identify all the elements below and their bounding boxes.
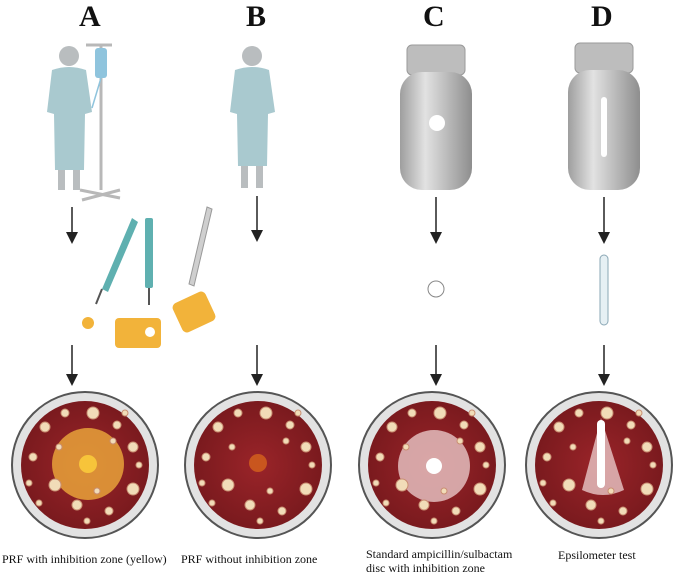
epsilometer-strip — [599, 254, 609, 326]
colony — [228, 443, 236, 451]
colony — [649, 461, 657, 469]
colony — [456, 437, 464, 445]
colony — [244, 499, 256, 511]
punch-instrument-icon — [82, 218, 138, 329]
antibiotic-bottle-icon — [400, 44, 472, 190]
colony — [407, 408, 417, 418]
colony — [60, 408, 70, 418]
colony — [375, 452, 385, 462]
colony — [618, 506, 628, 516]
colony — [208, 499, 216, 507]
colony — [299, 482, 313, 496]
panel-letter-d: D — [591, 0, 613, 33]
colony — [282, 437, 290, 445]
colony — [468, 409, 476, 417]
colony — [607, 487, 615, 495]
colony — [626, 420, 636, 430]
colony — [553, 421, 565, 433]
colony — [212, 421, 224, 433]
colony — [473, 482, 487, 496]
colony — [474, 441, 486, 453]
colony — [39, 421, 51, 433]
colony — [418, 499, 430, 511]
colony — [430, 517, 438, 525]
colony — [86, 406, 100, 420]
colony — [549, 499, 557, 507]
colony — [198, 479, 206, 487]
colony — [259, 406, 273, 420]
colony — [35, 499, 43, 507]
colony — [569, 443, 577, 451]
colony — [112, 420, 122, 430]
caption-d: Epsilometer test — [558, 548, 636, 562]
colony — [93, 487, 101, 495]
panel-letter-a: A — [79, 0, 101, 33]
colony — [109, 437, 117, 445]
colony — [221, 478, 235, 492]
colony — [83, 517, 91, 525]
colony — [459, 420, 469, 430]
colony — [641, 441, 653, 453]
colony — [482, 461, 490, 469]
colony — [25, 479, 33, 487]
colony — [277, 506, 287, 516]
colony — [635, 409, 643, 417]
colony — [121, 409, 129, 417]
colony — [285, 420, 295, 430]
colony — [433, 406, 447, 420]
caption-a: PRF with inhibition zone (yellow) — [2, 552, 167, 566]
caption-c-line1: Standard ampicillin/sulbactam — [366, 547, 513, 561]
colony — [256, 517, 264, 525]
colony — [55, 443, 63, 451]
colony — [623, 437, 631, 445]
colony — [71, 499, 83, 511]
colony — [135, 461, 143, 469]
colony — [104, 506, 114, 516]
colony — [382, 499, 390, 507]
colony — [542, 452, 552, 462]
patient-icon — [230, 46, 275, 188]
patient-with-iv-icon — [47, 43, 121, 202]
colony — [233, 408, 243, 418]
colony — [597, 517, 605, 525]
colony — [126, 482, 140, 496]
colony — [386, 421, 398, 433]
colony — [300, 441, 312, 453]
colony — [48, 478, 62, 492]
colony — [127, 441, 139, 453]
colony — [539, 479, 547, 487]
colony — [562, 478, 576, 492]
punch-instrument-icon — [115, 218, 161, 348]
colony — [574, 408, 584, 418]
colony — [308, 461, 316, 469]
colony — [640, 482, 654, 496]
caption-b: PRF without inhibition zone — [181, 552, 318, 566]
forceps-icon — [172, 206, 216, 333]
caption-c-line2: disc with inhibition zone — [366, 561, 485, 575]
colony — [201, 452, 211, 462]
colony — [266, 487, 274, 495]
antibiotic-disc — [427, 280, 445, 298]
panel-letter-b: B — [246, 0, 267, 33]
colony — [395, 478, 409, 492]
bacterial-colonies — [25, 406, 657, 525]
colony — [402, 443, 410, 451]
colony — [372, 479, 380, 487]
colony — [440, 487, 448, 495]
panel-letter-c: C — [423, 0, 445, 33]
colony — [585, 499, 597, 511]
colony — [294, 409, 302, 417]
colony — [28, 452, 38, 462]
colony — [451, 506, 461, 516]
colony — [600, 406, 614, 420]
antibiotic-bottle-strip-icon — [568, 42, 640, 190]
